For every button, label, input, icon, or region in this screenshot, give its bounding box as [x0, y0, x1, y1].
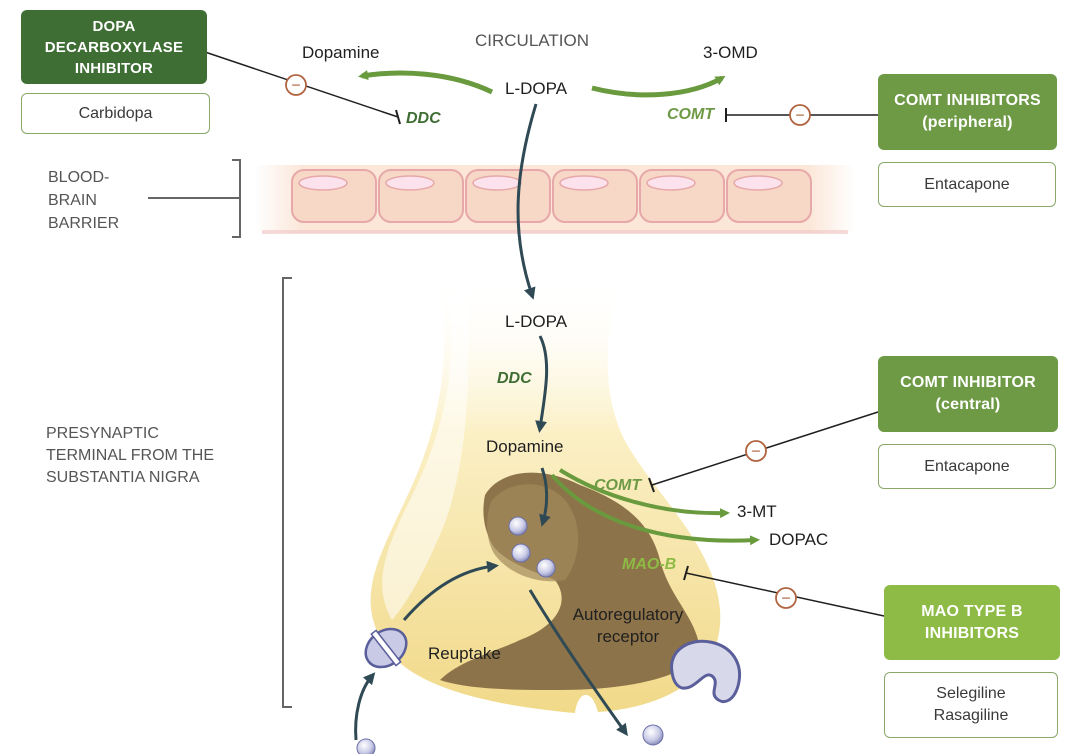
ldopa-to-dopamine-arrow — [358, 70, 494, 95]
dopamine-terminal-label: Dopamine — [486, 437, 564, 456]
ddc-tbar — [395, 109, 401, 125]
ldopa-circulation-label: L-DOPA — [505, 79, 568, 98]
cell-nucleus — [472, 175, 522, 191]
vesicle — [508, 516, 528, 536]
cell-nucleus — [646, 175, 696, 191]
vesicle-zone-inner — [487, 484, 579, 582]
blood-brain-barrier — [255, 165, 855, 234]
inhibit-circle-icon — [745, 440, 767, 462]
comt-inhibitor-central-header: COMT INHIBITOR (central) — [878, 356, 1058, 432]
inhibit-circle-icon — [775, 587, 797, 609]
inhibit-minus-icon: − — [291, 78, 300, 95]
3mt-label: 3-MT — [737, 502, 777, 521]
synaptic-vesicles — [356, 516, 664, 754]
vesicle — [511, 543, 531, 563]
inhibit-circle-icon — [789, 104, 811, 126]
inhibit-minus-icon: − — [795, 108, 804, 125]
reuptake-label: Reuptake — [428, 644, 501, 663]
ddc-terminal-label: DDC — [497, 370, 532, 387]
dopamine-to-vesicle-arrow — [539, 467, 551, 527]
transporter-channel — [370, 629, 402, 667]
carbidopa-box: Carbidopa — [21, 93, 210, 134]
ddc-circulation-label: DDC — [406, 110, 441, 127]
inhibit-minus-icon: − — [781, 591, 790, 608]
presynaptic-terminal-label: PRESYNAPTIC TERMINAL FROM THE SUBSTANTIA… — [46, 425, 215, 486]
extracellular-dopamine — [356, 738, 376, 754]
inhibit-circle-icon — [285, 74, 307, 96]
entacapone-peripheral-box: Entacapone — [878, 162, 1056, 207]
extracellular-to-transporter-arrow — [354, 672, 376, 741]
comt-central-tbar — [648, 477, 655, 493]
autoregulatory-receptor-label: Autoregulatory receptor — [572, 605, 684, 646]
cell-nucleus — [733, 175, 783, 191]
ldopa-crosses-bbb-arrow — [516, 103, 538, 300]
cell-nucleus — [298, 175, 348, 191]
dopa-decarboxylase-inhibitor-header: DOPA DECARBOXYLASE INHIBITOR — [21, 10, 207, 84]
ldopa-to-dopamine-terminal-arrow — [535, 335, 549, 433]
presynaptic-bracket — [282, 277, 292, 708]
vesicle-release-arrow — [528, 589, 628, 737]
selegiline-rasagiline-box: Selegiline Rasagiline — [884, 672, 1058, 738]
mao-b-terminal-label: MAO-B — [622, 556, 677, 573]
entacapone-central-box: Entacapone — [878, 444, 1056, 489]
inhibition-symbols: − − − − — [285, 74, 811, 609]
autoregulatory-receptor-shape — [670, 639, 741, 703]
dopamine-to-3mt-arrow — [558, 468, 730, 519]
vesicle — [536, 558, 556, 578]
cell-nucleus — [559, 175, 609, 191]
dopamine-to-dopac-arrow — [550, 473, 760, 546]
blood-brain-barrier-label: BLOOD- BRAIN BARRIER — [48, 169, 120, 232]
comt-circulation-label: COMT — [667, 106, 715, 123]
reuptake-transporter — [364, 627, 408, 669]
mao-b-tbar — [683, 565, 689, 581]
circulation-label: CIRCULATION — [475, 31, 589, 50]
endothelial-cells — [291, 169, 812, 223]
ldopa-to-3omd-arrow — [591, 75, 726, 98]
comt-terminal-label: COMT — [594, 477, 642, 494]
3omd-label: 3-OMD — [703, 43, 758, 62]
comt-inhibitors-peripheral-header: COMT INHIBITORS (peripheral) — [878, 74, 1057, 150]
mao-type-b-inhibitors-header: MAO TYPE B INHIBITORS — [884, 585, 1060, 660]
ldopa-terminal-label: L-DOPA — [505, 312, 568, 331]
dopac-label: DOPAC — [769, 530, 829, 549]
dopamine-circulation-label: Dopamine — [302, 43, 380, 62]
receptor-body — [670, 639, 741, 703]
terminal-highlight — [382, 290, 469, 620]
released-vesicle — [642, 724, 664, 746]
reuptake-arrow — [402, 560, 499, 621]
inhibit-minus-icon: − — [751, 444, 760, 461]
cell-nucleus — [385, 175, 435, 191]
